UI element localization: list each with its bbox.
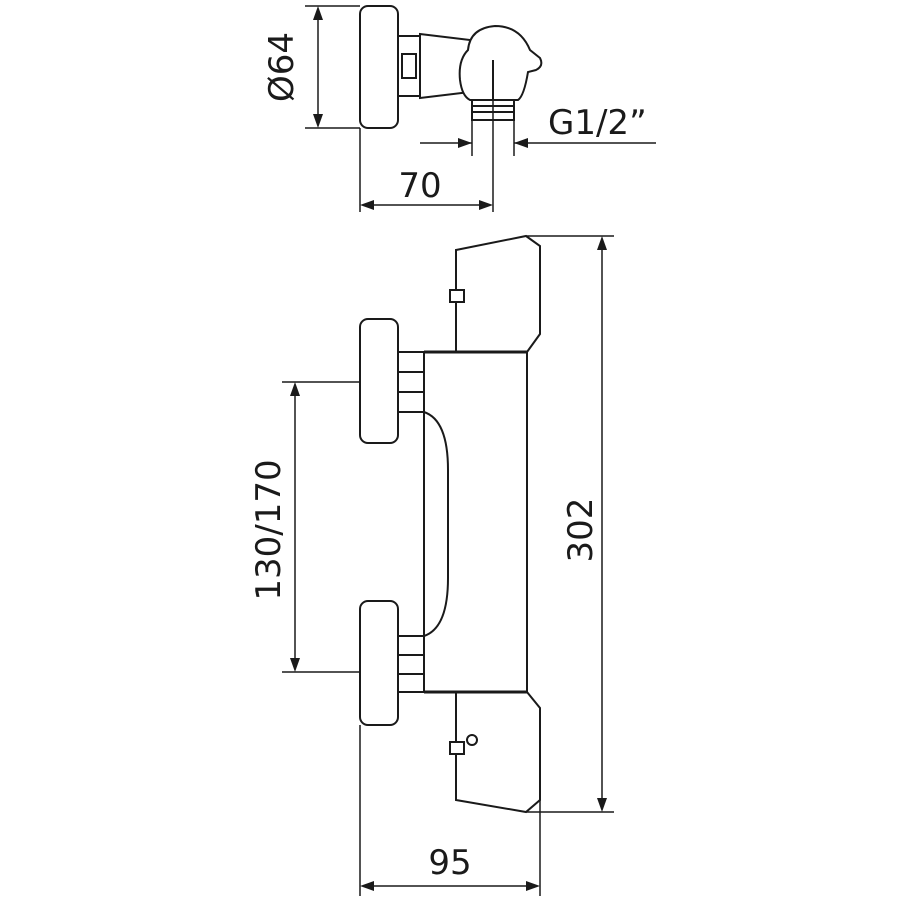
thread-label: G1/2”	[548, 103, 647, 143]
lower-fixing	[449, 741, 465, 755]
front-view	[359, 234, 541, 814]
front-central-bar	[423, 351, 528, 693]
thread-dimension: G1/2”	[420, 103, 656, 156]
width-dimension: 95	[359, 725, 541, 896]
side-view	[359, 5, 543, 129]
upper-fixing	[449, 289, 465, 303]
depth-dimension: 70	[359, 100, 494, 212]
height-label: 302	[561, 498, 601, 563]
diameter-label: Ø64	[262, 32, 302, 102]
upper-handle-stem	[397, 351, 425, 413]
lower-handle-stem	[397, 635, 425, 693]
handle-spacing-label: 130/170	[249, 459, 289, 600]
lower-handle-disc	[359, 600, 399, 726]
depth-label: 70	[398, 166, 441, 206]
height-dimension: 302	[526, 235, 614, 813]
side-valve-head	[458, 24, 543, 101]
diameter-dimension: Ø64	[262, 5, 360, 129]
upper-handle-disc	[359, 318, 399, 444]
handle-spacing-dimension: 130/170	[249, 381, 360, 673]
side-handle	[359, 5, 399, 129]
front-waist	[423, 411, 449, 637]
outlet-hole	[466, 734, 478, 746]
width-label: 95	[428, 843, 471, 883]
